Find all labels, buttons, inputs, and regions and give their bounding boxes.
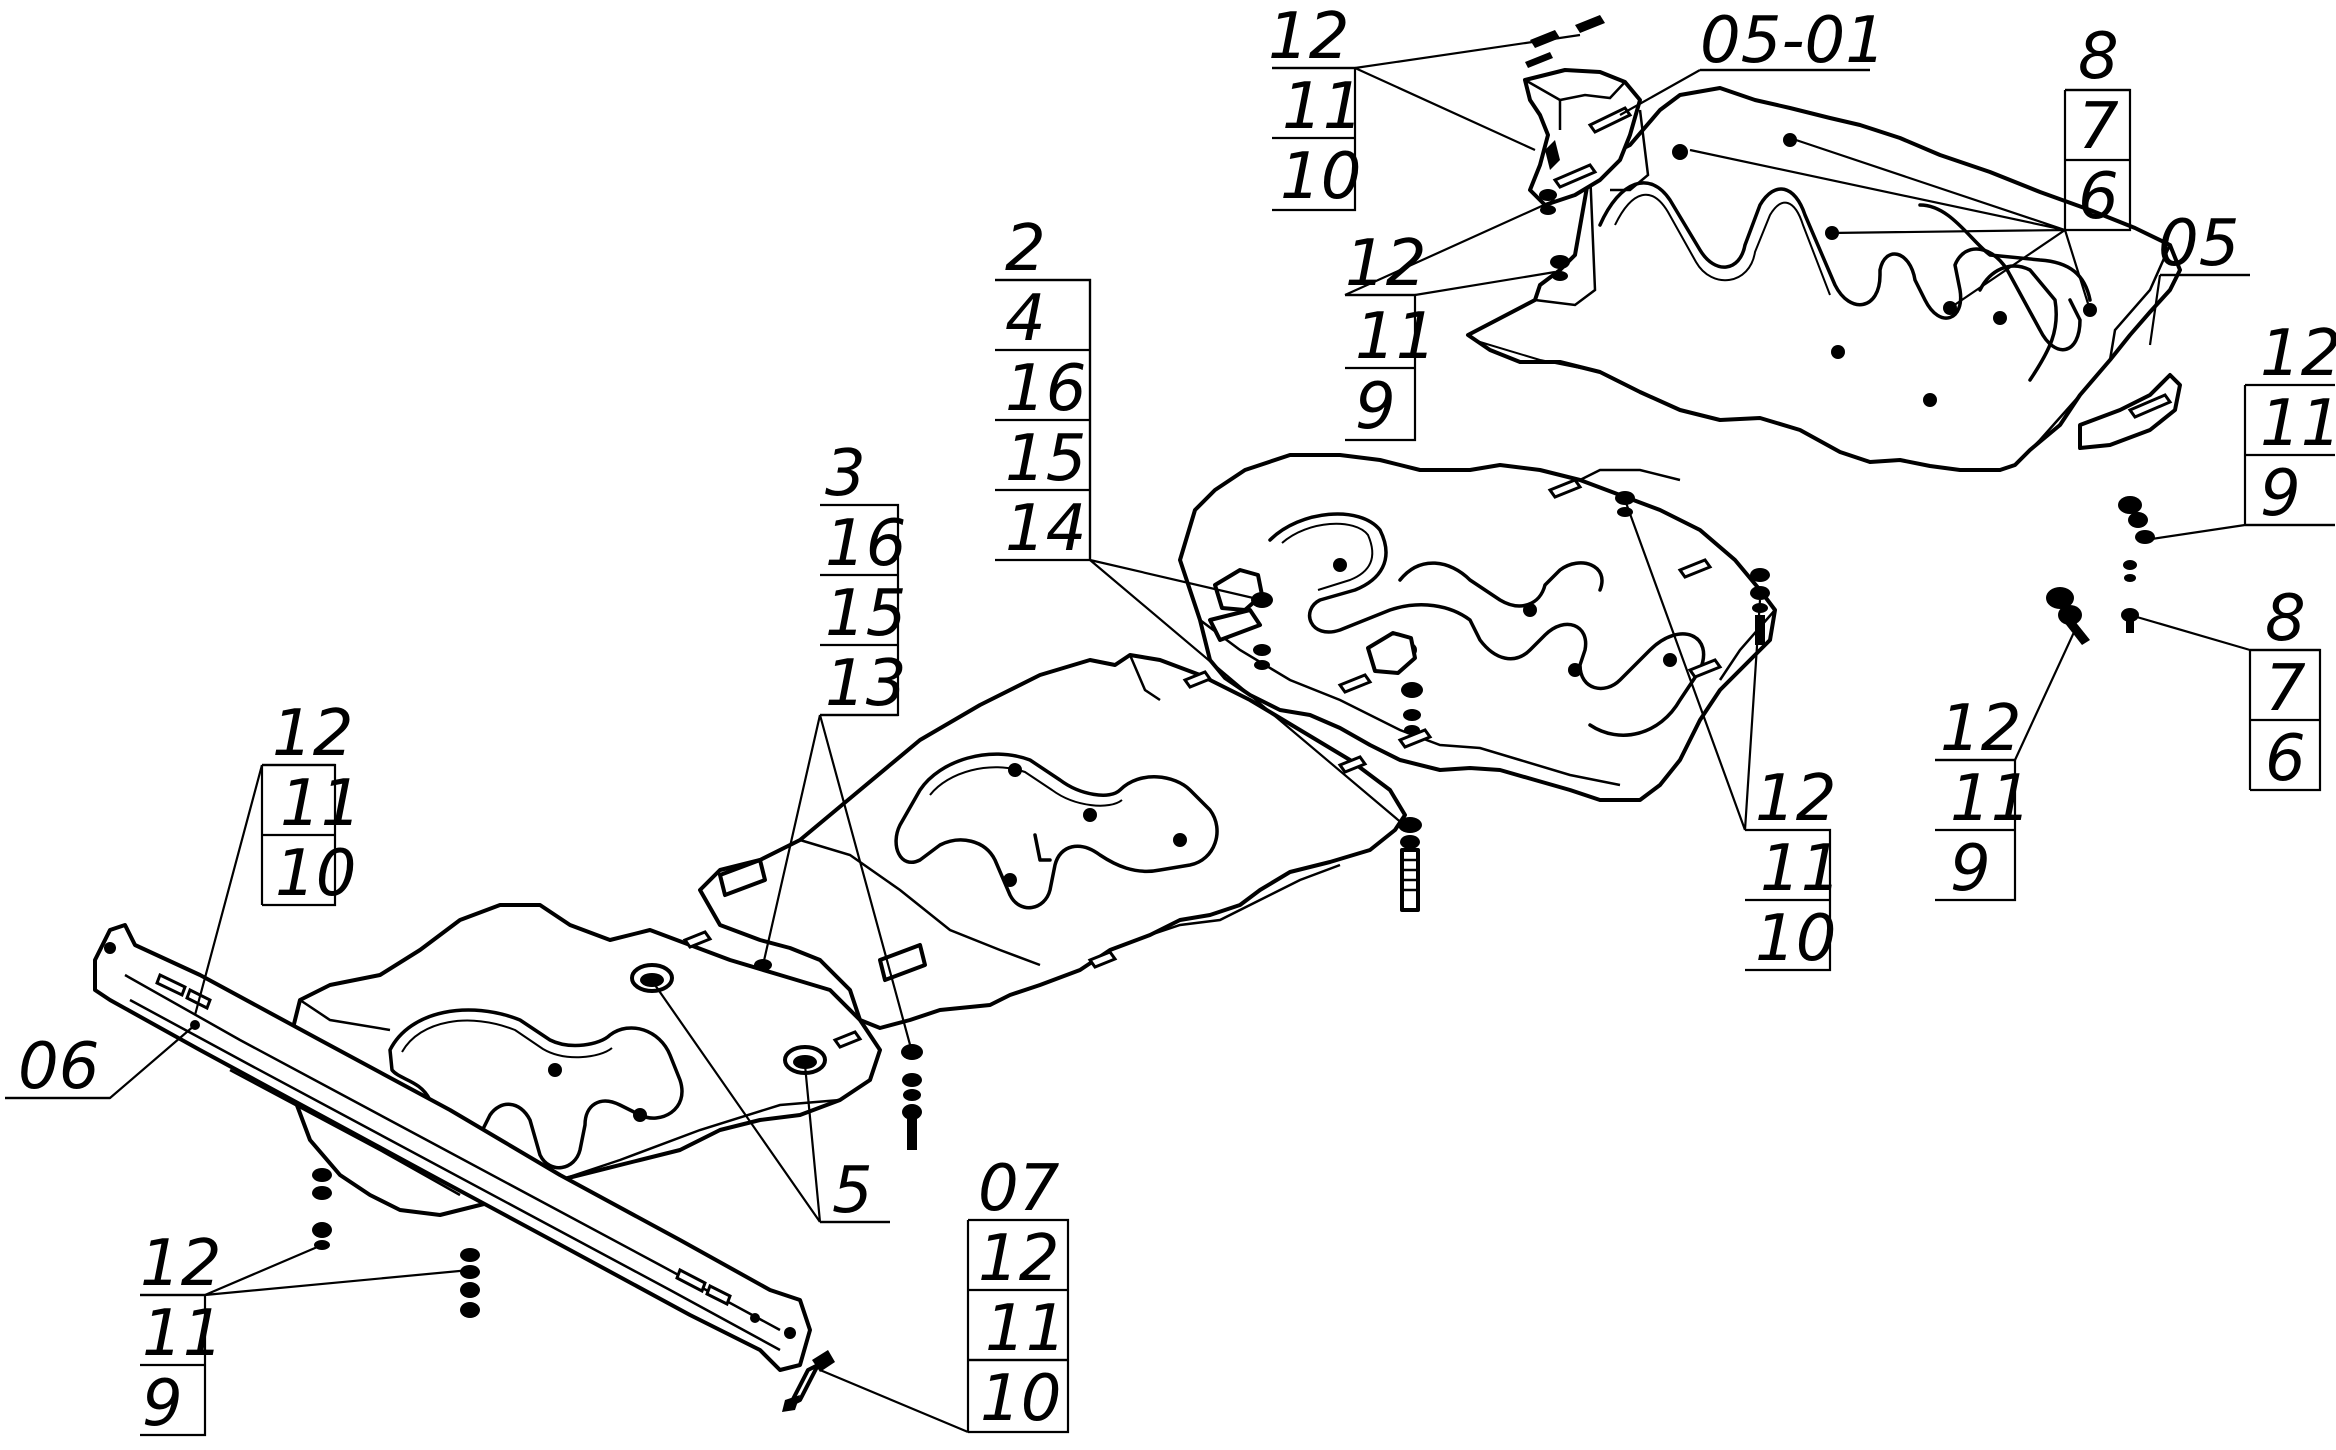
callout-upper-plate: 8 7 6 — [2078, 20, 2119, 234]
lower-middle-skid-plate — [698, 653, 1407, 1030]
label-lr-12: 12 — [1940, 692, 2021, 766]
label-p2-4: 4 — [1005, 282, 1046, 356]
callout-middle: 12 11 10 — [1755, 762, 1841, 976]
label-06: 06 — [18, 1030, 99, 1104]
bracket-05-01 — [1523, 68, 1642, 207]
label-07-10: 10 — [980, 1362, 1061, 1436]
label-rl-6: 6 — [2265, 722, 2306, 796]
label-mid-10: 10 — [1755, 902, 1836, 976]
label-ru-12: 12 — [2260, 317, 2336, 391]
label-p3-16: 16 — [825, 507, 906, 581]
label-top-12: 12 — [1268, 0, 1349, 74]
callout-side-left: 12 11 9 — [1345, 227, 1436, 444]
label-lr-9: 9 — [1950, 832, 1991, 906]
callout-bottom-left: 12 11 9 — [140, 1227, 223, 1441]
label-p2-14: 14 — [1005, 492, 1086, 566]
label-up-6: 6 — [2078, 160, 2119, 234]
label-lp-10: 10 — [275, 837, 356, 911]
label-p2-2: 2 — [1005, 212, 1046, 286]
label-up-7: 7 — [2078, 90, 2119, 164]
label-rl-8: 8 — [2265, 582, 2306, 656]
upper-skid-plate-05 — [1466, 86, 2182, 472]
label-ru-9: 9 — [2260, 457, 2301, 531]
label-05: 05 — [2158, 207, 2239, 281]
lower-middle-plate-holes — [1003, 763, 1187, 887]
label-side-12: 12 — [1345, 227, 1426, 301]
bracket-right-05 — [2078, 373, 2182, 450]
middle-skid-plate — [1178, 453, 1777, 802]
callout-part-2: 2 4 16 15 14 — [1005, 212, 1086, 566]
callout-part-07: 07 12 11 10 — [978, 1152, 1066, 1436]
label-p2-16: 16 — [1005, 352, 1086, 426]
callout-part-3: 3 16 15 13 — [825, 437, 906, 721]
label-bl-9: 9 — [142, 1367, 183, 1441]
label-top-11: 11 — [1282, 70, 1363, 144]
label-07-11: 11 — [985, 1292, 1066, 1366]
fastener-top-1 — [1525, 15, 1605, 170]
label-mid-11: 11 — [1760, 832, 1841, 906]
label-p3-15: 15 — [825, 577, 906, 651]
label-rl-7: 7 — [2265, 652, 2306, 726]
label-mid-12: 12 — [1755, 762, 1836, 836]
label-p3-13: 13 — [825, 647, 906, 721]
cross-member-06 — [93, 923, 812, 1372]
label-p2-15: 15 — [1005, 422, 1086, 496]
label-side-9: 9 — [1355, 370, 1396, 444]
label-05-01: 05-01 — [1700, 4, 1886, 78]
callout-right-upper: 12 11 9 — [2260, 317, 2336, 531]
callout-tables: 12 11 10 05-01 8 7 6 12 11 9 05 12 11 9 … — [5, 0, 2336, 1441]
lower-left-skid-plate — [288, 903, 882, 1217]
label-lp-12: 12 — [272, 697, 353, 771]
lower-left-plate-holes — [548, 1063, 647, 1122]
callout-right-lower: 8 7 6 — [2265, 582, 2306, 796]
label-side-11: 11 — [1355, 300, 1436, 374]
label-up-8: 8 — [2078, 20, 2119, 94]
label-lr-11: 11 — [1950, 762, 2031, 836]
label-07-12: 12 — [978, 1222, 1059, 1296]
callout-lower-right: 12 11 9 — [1940, 692, 2031, 906]
label-bl-12: 12 — [140, 1227, 221, 1301]
label-top-10: 10 — [1280, 140, 1361, 214]
callout-left-plate: 12 11 10 — [272, 697, 361, 911]
label-07: 07 — [978, 1152, 1060, 1226]
label-lp-11: 11 — [280, 767, 361, 841]
label-5: 5 — [832, 1154, 873, 1228]
label-bl-11: 11 — [142, 1297, 223, 1371]
label-ru-11: 11 — [2260, 387, 2336, 461]
callout-top-bracket: 12 11 10 — [1268, 0, 1363, 214]
label-p3-3: 3 — [825, 437, 866, 511]
